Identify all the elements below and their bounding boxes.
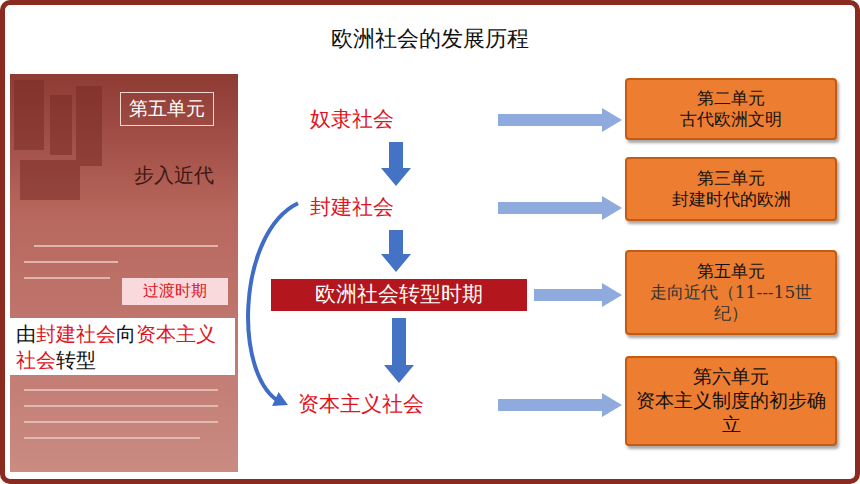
stage-text: 封建社会: [310, 194, 482, 221]
cover-subtitle: 步入近代: [134, 162, 214, 189]
unit-title: 走向近代（11---15世纪）: [635, 282, 827, 325]
tag-text: 过渡时期: [143, 281, 207, 302]
unit-heading: 第六单元: [693, 365, 769, 389]
stage-text: 资本主义社会: [298, 391, 484, 418]
unit-heading: 第二单元: [697, 88, 765, 109]
flow-arrow: [498, 196, 622, 220]
stage-text: 欧洲社会转型时期: [315, 281, 483, 308]
flow-arrow: [498, 108, 622, 132]
flow-arrow: [498, 393, 622, 417]
unit-title: 封建时代的欧洲: [672, 189, 791, 210]
unit-box: 第六单元资本主义制度的初步确立: [625, 356, 837, 446]
unit-heading: 第五单元: [697, 261, 765, 282]
unit-box: 第五单元走向近代（11---15世纪）: [625, 250, 837, 335]
note-box: 由封建社会向资本主义社会转型: [10, 318, 235, 375]
stage-label: 奴隶社会: [300, 104, 492, 136]
stage-box: 欧洲社会转型时期: [270, 278, 528, 312]
note-text: 由封建社会向资本主义社会转型: [16, 321, 229, 373]
unit-box: 第二单元古代欧洲文明: [625, 78, 837, 140]
unit-title: 古代欧洲文明: [680, 109, 782, 130]
cover-heading: 第五单元: [120, 92, 214, 126]
book-cover: 第五单元步入近代过渡时期由封建社会向资本主义社会转型: [10, 74, 238, 472]
unit-heading: 第三单元: [697, 168, 765, 189]
stage-label: 资本主义社会: [290, 389, 492, 421]
unit-title: 资本主义制度的初步确立: [635, 389, 827, 437]
stage-label: 封建社会: [300, 192, 492, 224]
stage-text: 奴隶社会: [310, 106, 482, 133]
unit-box: 第三单元封建时代的欧洲: [625, 157, 837, 221]
flow-arrow: [381, 230, 411, 272]
flow-arrow: [534, 283, 622, 307]
flow-arrow: [384, 318, 414, 383]
period-tag: 过渡时期: [122, 278, 228, 305]
diagram-title: 欧洲社会的发展历程: [0, 24, 860, 54]
flow-arrow: [381, 142, 411, 186]
